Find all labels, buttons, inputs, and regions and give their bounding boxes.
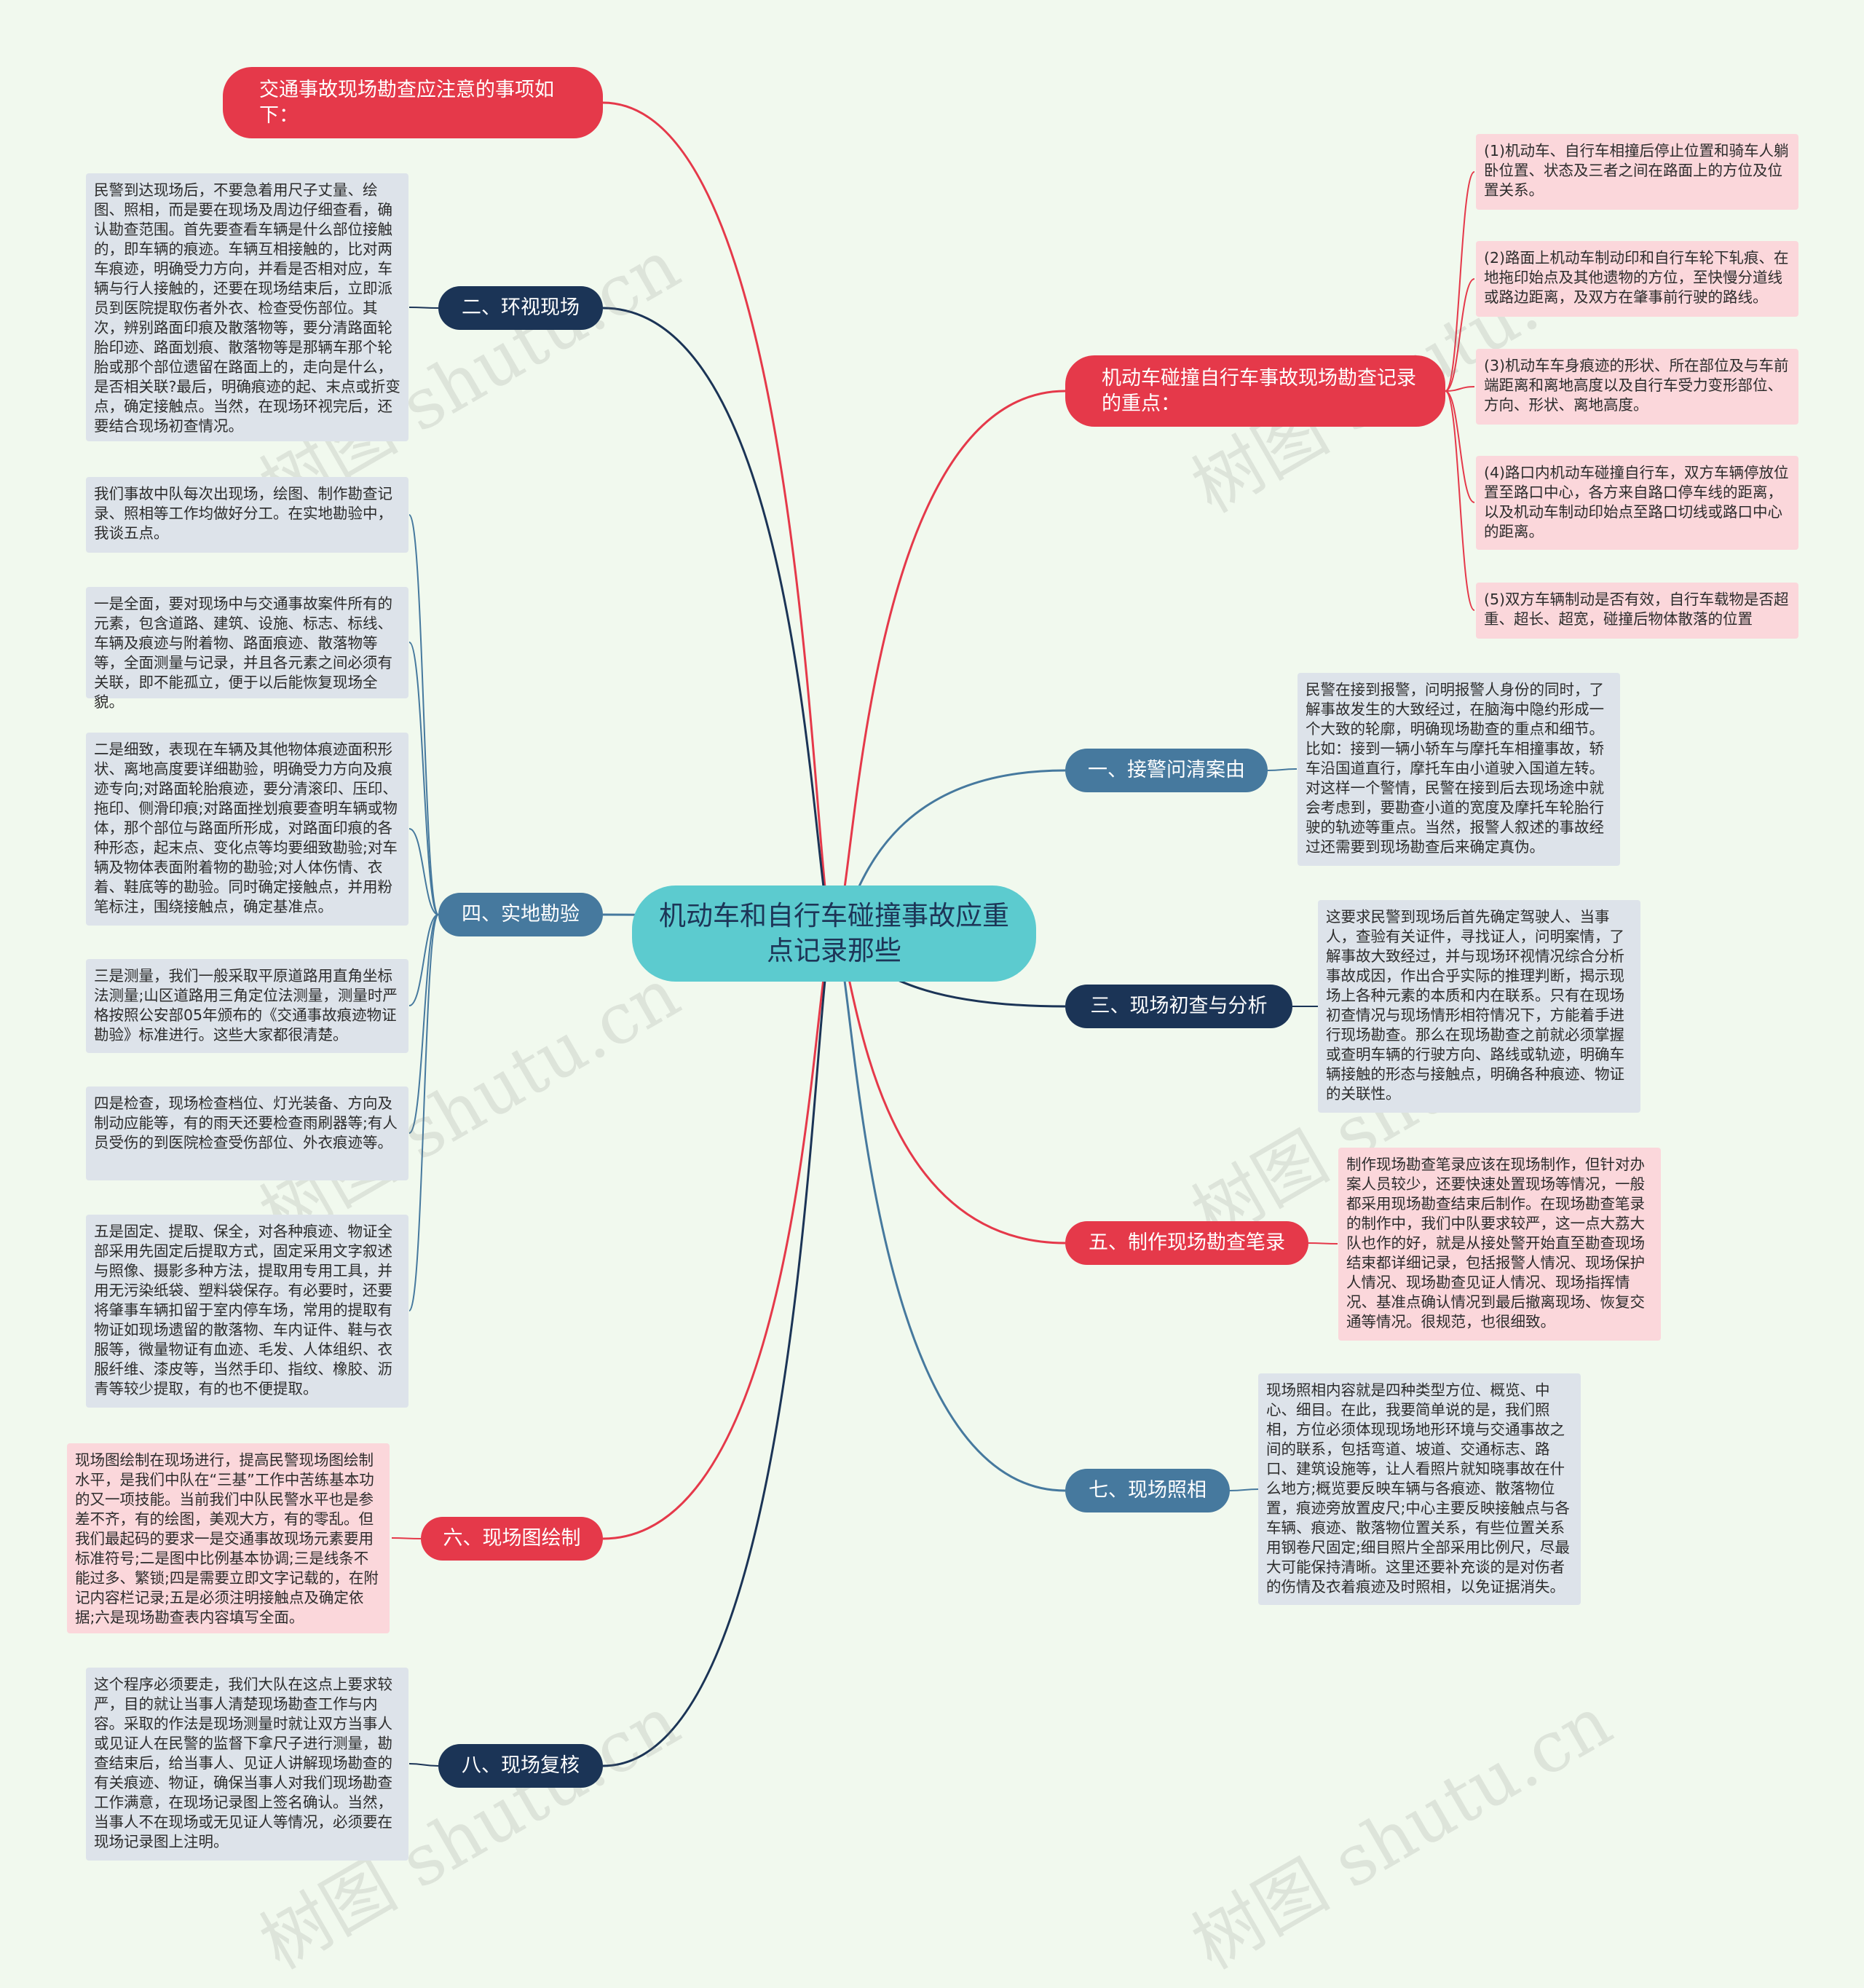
leaf-notes: 制作现场勘查笔录应该在现场制作，但针对办案人员较少，还要快速处置现场等情况，一般… — [1338, 1148, 1661, 1341]
edge-notes-leaf — [1308, 1242, 1338, 1245]
branch-onsite[interactable]: 四、实地勘验 — [438, 893, 603, 936]
leaf-focus-1: (1)机动车、自行车相撞后停止位置和骑车人躺卧位置、状态及三者之间在路面上的方位… — [1476, 134, 1798, 210]
leaf-env: 民警到达现场后，不要急着用尺子丈量、绘图、照相，而是要在现场及周边仔细查看，确认… — [86, 173, 408, 441]
edge-focus-leaf — [1445, 386, 1475, 392]
leaf-onsite-intro: 我们事故中队每次出现场，绘图、制作勘查记录、照相等工作均做好分工。在实地勘验中，… — [86, 477, 408, 553]
edge-focus-leaf — [1445, 278, 1475, 392]
edge-env-leaf — [408, 307, 439, 309]
leaf-onsite-1: 一是全面，要对现场中与交通事故案件所有的元素，包含道路、建筑、设施、标志、标线、… — [86, 587, 408, 711]
branch-notice[interactable]: 交通事故现场勘查应注意的事项如下： — [223, 67, 603, 138]
edge-onsite-leaf — [408, 914, 439, 1311]
edge-onsite-leaf — [408, 514, 439, 915]
edge-photo-leaf — [1229, 1488, 1260, 1491]
edge-review-leaf — [408, 1763, 439, 1767]
leaf-focus-3: (3)机动车车身痕迹的形状、所在部位及与车前端距离和离地高度以及自行车受力变形部… — [1476, 349, 1798, 425]
branch-initial[interactable]: 三、现场初查与分析 — [1065, 985, 1292, 1028]
edge-onsite-leaf — [408, 642, 439, 915]
edge-review — [602, 932, 835, 1767]
leaf-initial: 这要求民警到现场后首先确定驾驶人、当事人，查验有关证件，寻找证人，问明案情，了解… — [1318, 900, 1640, 1113]
edge-focus-leaf — [1445, 390, 1475, 611]
leaf-onsite-3: 三是测量，我们一般采取平原道路用直角坐标法测量;山区道路用三角定位法测量，测量时… — [86, 959, 408, 1053]
edge-focus-leaf — [1445, 390, 1475, 503]
leaf-focus-5: (5)双方车辆制动是否有效，自行车载物是否超重、超长、超宽，碰撞后物体散落的位置 — [1476, 583, 1798, 639]
edge-notice — [602, 101, 835, 935]
central-topic[interactable]: 机动车和自行车碰撞事故应重点记录那些 — [632, 885, 1036, 982]
edge-env — [602, 307, 835, 935]
edge-drawing-leaf — [391, 1537, 422, 1539]
branch-photo[interactable]: 七、现场照相 — [1065, 1469, 1230, 1512]
edge-focus — [833, 390, 1066, 935]
edge-onsite-leaf — [408, 914, 439, 1134]
leaf-ask: 民警在接到报警，问明报警人身份的同时，了解事故发生的大致经过，在脑海中隐约形成一… — [1298, 673, 1620, 866]
leaf-onsite-4: 四是检查，现场检查档位、灯光装备、方向及制动应能等，有的雨天还要检查雨刷器等;有… — [86, 1086, 408, 1180]
edge-drawing — [602, 932, 835, 1540]
edge-onsite-leaf — [408, 914, 439, 1006]
leaf-drawing: 现场图绘制在现场进行，提高民警现场图绘制水平，是我们中队在“三基”工作中苦练基本… — [67, 1443, 390, 1633]
branch-review[interactable]: 八、现场复核 — [438, 1744, 603, 1788]
branch-drawing[interactable]: 六、现场图绘制 — [421, 1517, 603, 1561]
edge-photo — [832, 932, 1066, 1492]
leaf-onsite-2: 二是细致，表现在车辆及其他物体痕迹面积形状、离地高度要详细勘验，明确受力方向及痕… — [86, 733, 408, 926]
leaf-onsite-5: 五是固定、提取、保全，对各种痕迹、物证全部采用先固定后提取方式，固定采用文字叙述… — [86, 1215, 408, 1408]
branch-ask[interactable]: 一、接警问清案由 — [1065, 749, 1268, 792]
branch-focus[interactable]: 机动车碰撞自行车事故现场勘查记录的重点： — [1065, 355, 1445, 427]
leaf-focus-4: (4)路口内机动车碰撞自行车，双方车辆停放位置至路口中心，各方来自路口停车线的距… — [1476, 456, 1798, 550]
branch-env[interactable]: 二、环视现场 — [438, 286, 603, 330]
leaf-focus-2: (2)路面上机动车制动印和自行车轮下轧痕、在地拖印始点及其他遗物的方位，至快慢分… — [1476, 241, 1798, 317]
edge-focus-leaf — [1445, 171, 1475, 392]
edge-ask-leaf — [1267, 768, 1298, 771]
leaf-photo: 现场照相内容就是四种类型方位、概览、中心、细目。在此，我要简单说的是，我们照相，… — [1258, 1373, 1581, 1605]
edge-onsite-leaf — [408, 828, 439, 915]
leaf-review: 这个程序必须要走，我们大队在这点上要求较严，目的就让当事人清楚现场勘查工作与内容… — [86, 1668, 408, 1861]
branch-notes[interactable]: 五、制作现场勘查笔录 — [1065, 1221, 1308, 1265]
